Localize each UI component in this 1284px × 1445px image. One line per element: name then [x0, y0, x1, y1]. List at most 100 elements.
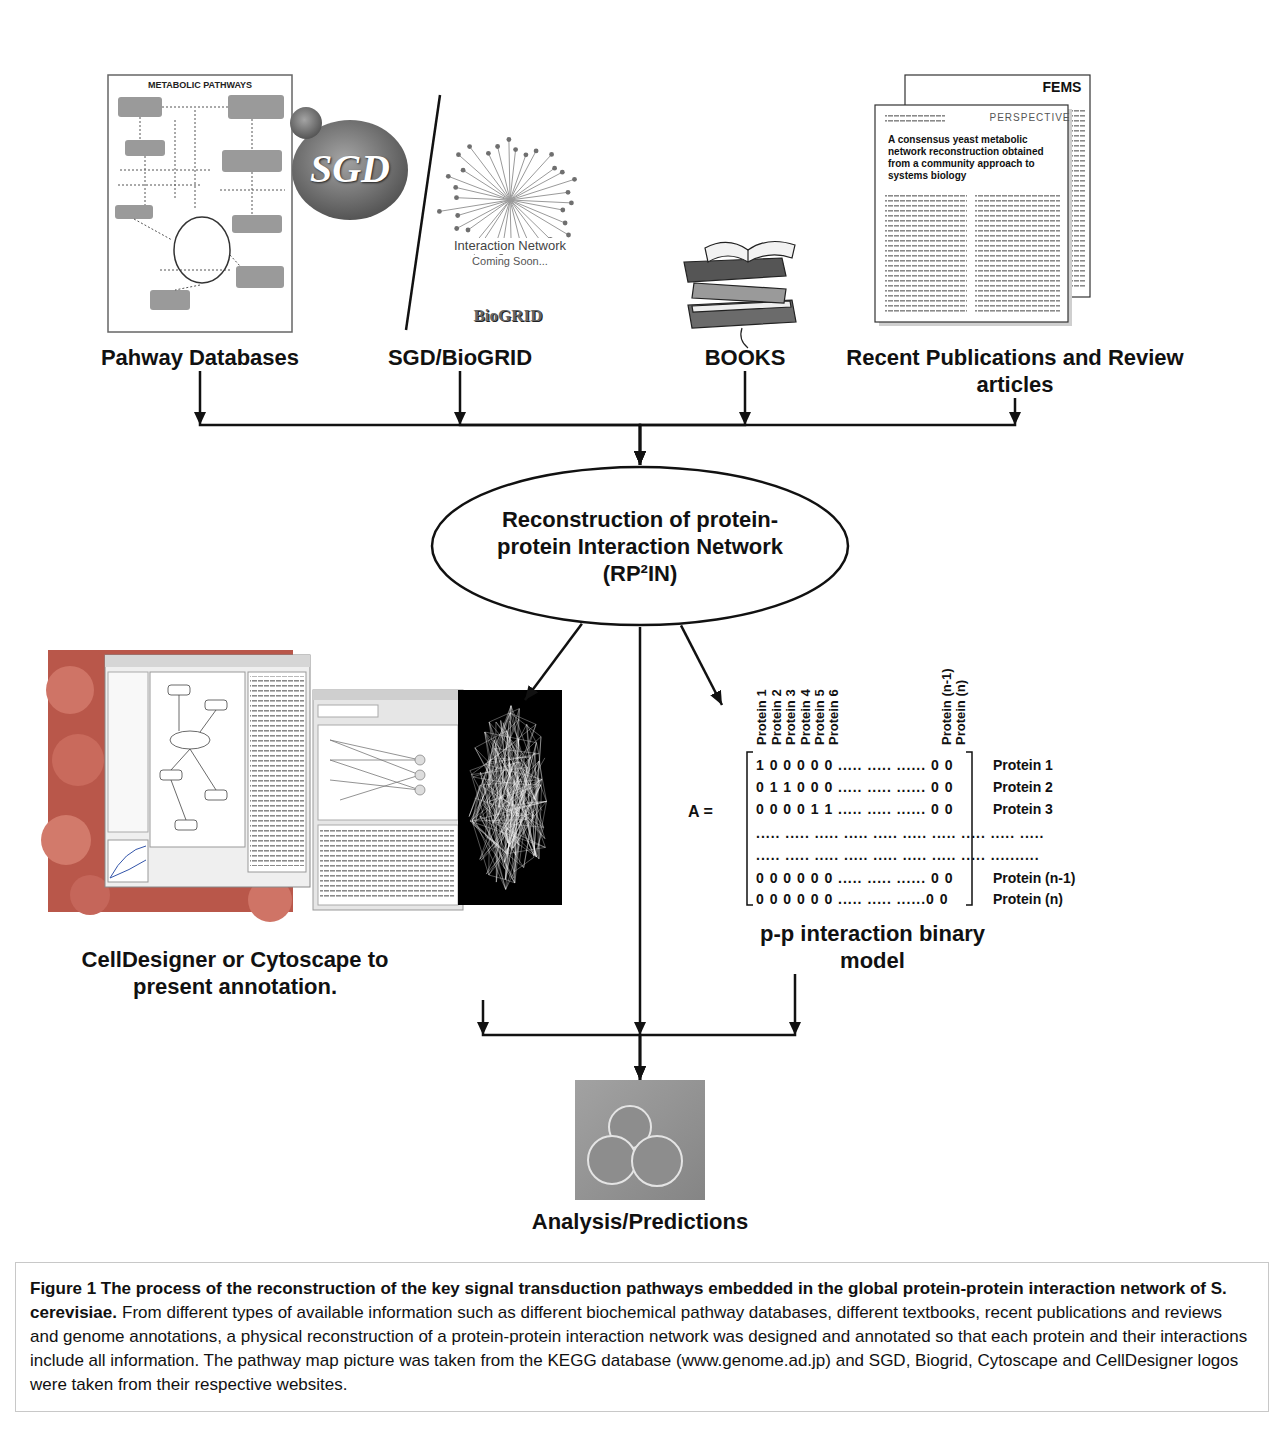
network-edge: [509, 140, 510, 201]
network-node: [495, 144, 500, 149]
hairball-edge: [480, 785, 520, 809]
network-node: [569, 201, 574, 206]
row-header: Protein 1: [993, 757, 1053, 773]
pathway-map-image: [160, 190, 285, 270]
celldesigner-window: [250, 676, 304, 866]
pathway-map-image: [134, 219, 172, 240]
node-label: SGD/BioGRID: [330, 344, 590, 371]
node-label: CellDesigner or Cytoscape to present ann…: [60, 946, 410, 1000]
column-header: Protein 4: [798, 689, 814, 745]
matrix-name: A =: [688, 802, 713, 821]
yeast-cells-image: [632, 1136, 682, 1186]
cell-background: [41, 815, 91, 865]
figure-caption: From different types of available inform…: [30, 1303, 1247, 1394]
cytoscape-window: [330, 740, 420, 800]
books-image: [684, 241, 796, 348]
network-edge: [510, 200, 569, 235]
cytoscape-window: [313, 690, 463, 910]
node-label: Pahway Databases: [95, 344, 305, 371]
hairball-edge: [539, 761, 547, 801]
logo-text: BioGRID: [474, 306, 543, 326]
hairball-edge: [490, 740, 494, 760]
cytoscape-window: [313, 690, 562, 910]
cell-background: [52, 734, 104, 786]
network-node: [446, 174, 451, 179]
books-image: [688, 300, 796, 328]
network-node: [524, 152, 529, 157]
cytoscape-window: [318, 825, 458, 905]
pathway-map-image: [118, 110, 210, 210]
node-label: BOOKS: [660, 344, 830, 371]
row-header: Protein 2: [993, 779, 1053, 795]
network-node: [454, 226, 459, 231]
network-node: [563, 221, 568, 226]
hairball-edge: [488, 713, 510, 786]
node-label: Reconstruction of protein-protein Intera…: [485, 506, 795, 587]
column-header: Protein (n-1): [939, 668, 955, 745]
network-edge: [459, 155, 511, 200]
hairball-edge: [514, 784, 541, 786]
pathway-map-image: [174, 217, 230, 283]
hairball-edge: [470, 821, 545, 847]
node-label: Recent Publications and Review articles: [815, 344, 1215, 398]
hairball-edge: [516, 757, 531, 855]
column-header: Protein 2: [769, 689, 785, 745]
network-node: [461, 168, 466, 173]
network-node: [513, 147, 518, 152]
network-node: [437, 209, 442, 214]
hairball-edge: [535, 827, 544, 855]
flow-arrow: [640, 398, 1015, 465]
pathway-map-image: [108, 75, 292, 332]
column-header: Protein 1: [754, 689, 770, 745]
sgd-logo: [290, 107, 322, 139]
logo-text: Interaction Network: [452, 238, 568, 254]
network-edge: [510, 192, 568, 200]
cytoscape-window: [320, 830, 454, 900]
matrix-row: ..... ..... ..... ..... ..... ..... ....…: [756, 847, 1040, 863]
cytoscape-window: [415, 770, 425, 780]
celldesigner-window: [171, 695, 216, 820]
hairball-edge: [505, 809, 519, 879]
hairball-edge: [499, 777, 502, 807]
annotation-tools: CellDesigner or Cytoscape to present ann…: [40, 700, 565, 1000]
network-node: [467, 144, 472, 149]
pathway-map-image: [162, 107, 228, 108]
matrix-row: ..... ..... ..... ..... ..... ..... ....…: [756, 825, 1045, 841]
hairball-edge: [500, 798, 534, 816]
network-node: [566, 233, 571, 238]
column-header: Protein 6: [826, 689, 842, 745]
hairball-edge: [505, 743, 537, 863]
flow-arrow: [525, 624, 582, 700]
hairball-edge: [472, 821, 515, 883]
map-title: METABOLIC PATHWAYS: [148, 80, 252, 91]
network-edge: [510, 179, 575, 200]
matrix-row: 1 0 0 0 0 0 ..... ..... ...... 0 0: [756, 757, 953, 773]
cytoscape-window: [415, 755, 425, 795]
column-header: Protein (n): [953, 680, 969, 745]
network-edge: [470, 147, 510, 200]
caption-paragraph: Figure 1 The process of the reconstructi…: [30, 1277, 1254, 1397]
network-node: [453, 185, 458, 190]
network-node: [466, 228, 471, 233]
cytoscape-window: [415, 785, 425, 795]
hairball-edge: [489, 785, 541, 802]
matrix-bracket: [747, 752, 753, 905]
pathway-map-image: [140, 117, 141, 140]
network-edge: [458, 200, 510, 216]
junction-arrowhead: [634, 1022, 646, 1035]
celldesigner-window: [108, 672, 148, 832]
matrix-row: 0 0 0 0 0 0 ..... ..... ......0 0: [756, 891, 949, 907]
network-node: [454, 195, 459, 200]
celldesigner-window: [150, 672, 245, 847]
flow-arrow: [640, 974, 795, 1080]
cytoscape-window: [318, 705, 378, 717]
network-edge: [468, 200, 510, 230]
celldesigner-window: [110, 846, 146, 878]
pathway-map-image: [118, 97, 162, 117]
flow-arrow: [483, 1000, 640, 1080]
sgd-logo: [290, 107, 408, 220]
cell-background: [46, 666, 94, 714]
hairball-edge: [536, 743, 538, 754]
hairball-edge: [489, 722, 514, 813]
publication-pages: [885, 112, 945, 124]
